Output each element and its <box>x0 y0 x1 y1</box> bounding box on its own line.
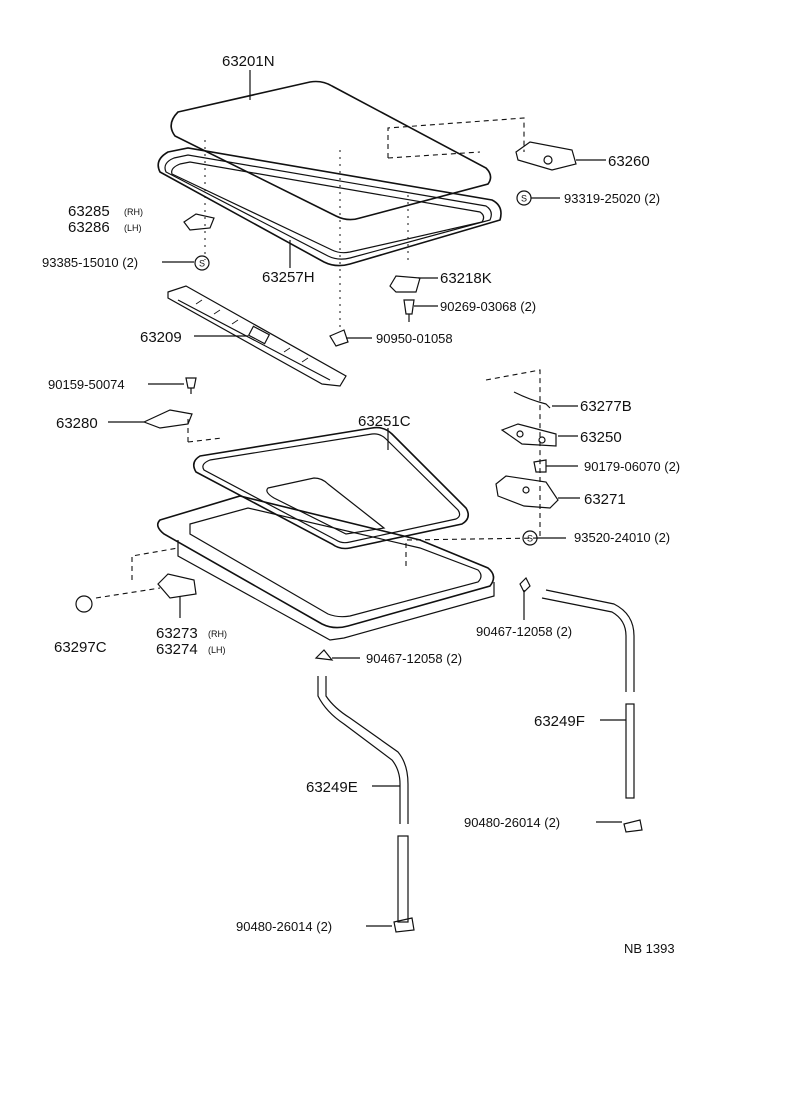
svg-text:S: S <box>521 194 527 204</box>
label-90269-03068: 90269-03068 (2) <box>440 299 536 314</box>
svg-text:S: S <box>527 534 533 544</box>
small-parts <box>75 141 577 661</box>
label-93319-25020: 93319-25020 (2) <box>564 191 660 206</box>
label-90950-01058: 90950-01058 <box>376 331 453 346</box>
frame-seal <box>192 426 470 550</box>
label-93520-24010: 93520-24010 (2) <box>574 530 670 545</box>
s-marker-93520: S <box>522 530 538 546</box>
label-63273-side: (RH) <box>208 629 227 639</box>
label-63274: 63274 <box>156 641 198 658</box>
s-marker-93385: S <box>194 255 210 271</box>
weatherstrip <box>157 147 502 267</box>
svg-text:S: S <box>199 259 205 269</box>
label-63285: 63285 <box>68 203 110 220</box>
label-63249E: 63249E <box>306 779 358 796</box>
drain-channel <box>167 285 347 387</box>
label-63280: 63280 <box>56 415 98 432</box>
label-90467-12058-right: 90467-12058 (2) <box>476 624 572 639</box>
label-63250: 63250 <box>580 429 622 446</box>
footer-code: NB 1393 <box>624 941 675 956</box>
glass-panel <box>170 80 525 330</box>
drain-hose-left <box>317 676 415 933</box>
label-63201N: 63201N <box>222 53 275 70</box>
label-63257H: 63257H <box>262 269 315 286</box>
label-63274-side: (LH) <box>208 645 226 655</box>
label-93385-15010: 93385-15010 (2) <box>42 255 138 270</box>
label-63271: 63271 <box>584 491 626 508</box>
drain-hose-right <box>541 589 643 833</box>
label-90467-12058-center: 90467-12058 (2) <box>366 651 462 666</box>
label-63286: 63286 <box>68 219 110 236</box>
label-63297C: 63297C <box>54 639 107 656</box>
label-63277B: 63277B <box>580 398 632 415</box>
label-63285-side: (RH) <box>124 207 143 217</box>
label-63249F: 63249F <box>534 713 585 730</box>
label-90159-50074: 90159-50074 <box>48 377 125 392</box>
label-90480-26014-right: 90480-26014 (2) <box>464 815 560 830</box>
leader-lines <box>108 70 626 927</box>
sunroof-housing <box>95 369 541 641</box>
label-90480-26014-left: 90480-26014 (2) <box>236 919 332 934</box>
s-marker-93319: S <box>516 190 532 206</box>
label-63209: 63209 <box>140 329 182 346</box>
label-63260: 63260 <box>608 153 650 170</box>
label-63286-side: (LH) <box>124 223 142 233</box>
label-90179-06070: 90179-06070 (2) <box>584 459 680 474</box>
label-63273: 63273 <box>156 625 198 642</box>
label-63251C: 63251C <box>358 413 411 430</box>
label-63218K: 63218K <box>440 270 492 287</box>
